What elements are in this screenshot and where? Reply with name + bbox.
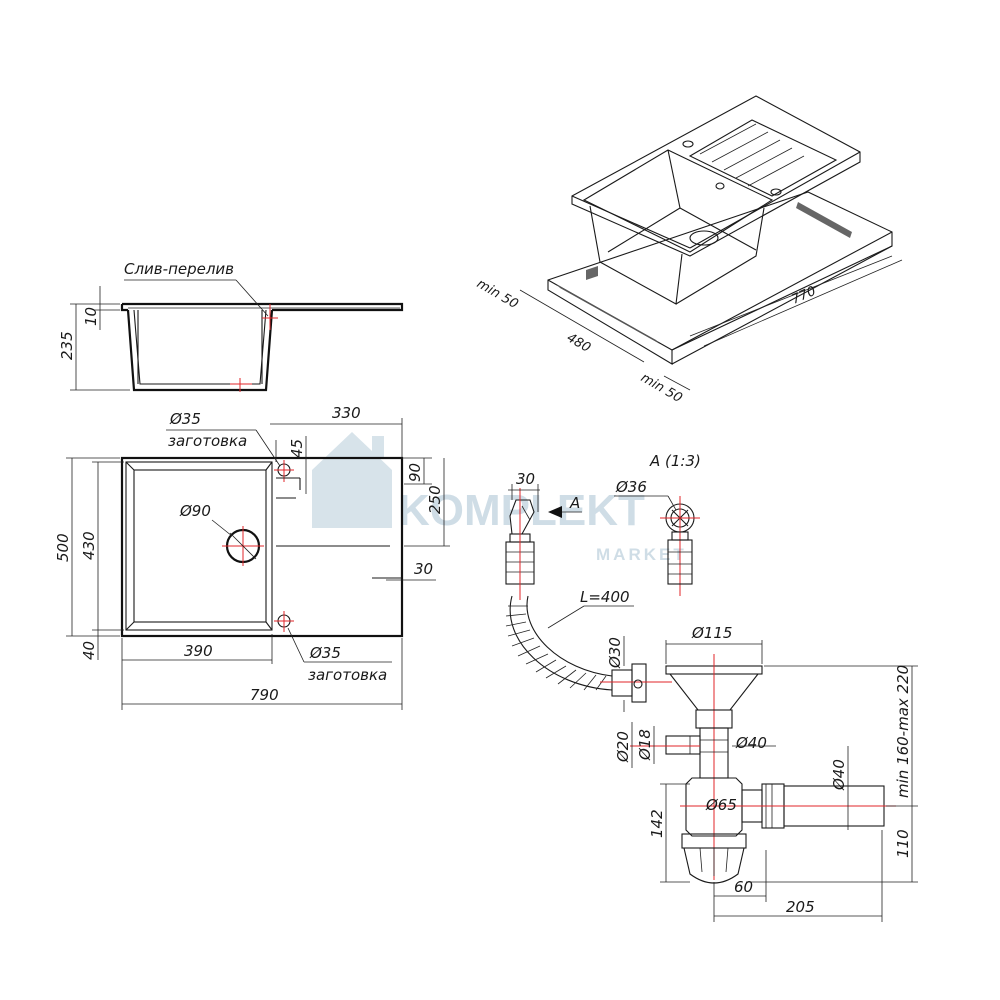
side-section-view: Слив-перелив 235 10 xyxy=(58,260,404,392)
dim-250: 250 xyxy=(426,485,444,514)
overflow-label: Слив-перелив xyxy=(124,260,234,278)
iso-dim-480: 480 xyxy=(564,330,593,355)
strainer-115-label: Ø115 xyxy=(691,624,732,642)
siphon-dim-205: 205 xyxy=(786,898,815,916)
nozzle-20-label: Ø20 xyxy=(614,731,632,763)
drain-90-label: Ø90 xyxy=(179,502,211,520)
nozzle-18-label: Ø18 xyxy=(636,729,654,761)
outlet-40-label: Ø40 xyxy=(830,759,848,791)
dim-40: 40 xyxy=(80,641,98,660)
dim-90: 90 xyxy=(406,463,424,482)
siphon-dim-60: 60 xyxy=(734,878,753,896)
iso-dim-min50-right: min 50 xyxy=(638,370,685,406)
dim-45: 45 xyxy=(288,439,306,458)
isometric-view: min 50 480 770 min 50 xyxy=(474,95,903,406)
dim-235: 235 xyxy=(58,331,76,360)
hose-length-label: L=400 xyxy=(580,588,630,606)
dim-390: 390 xyxy=(184,642,213,660)
watermark-sub: MARKET xyxy=(596,545,687,564)
blank-bottom-label: заготовка xyxy=(308,666,387,684)
arrow-a-label: A xyxy=(569,494,580,512)
tube-40-label: Ø40 xyxy=(735,734,767,752)
siphon-view: 30 A L=400 xyxy=(505,470,918,922)
watermark: KOMPLEKT MARKET xyxy=(312,432,687,564)
siphon-dim-110: 110 xyxy=(894,829,912,858)
dim-10: 10 xyxy=(82,307,100,326)
iso-dim-min50-left: min 50 xyxy=(474,276,521,312)
detail-view-a: A (1:3) Ø36 xyxy=(614,452,701,596)
dim-500: 500 xyxy=(54,533,72,562)
trap-65-label: Ø65 xyxy=(705,796,737,814)
top-plan-view: 330 45 90 250 30 500 430 40 390 790 Ø35 … xyxy=(54,404,450,710)
height-range-label: min 160-max 220 xyxy=(894,665,912,798)
dim-30: 30 xyxy=(414,560,433,578)
hole-35-top-label: Ø35 xyxy=(169,410,201,428)
detail-36-label: Ø36 xyxy=(615,478,647,496)
blank-top-label: заготовка xyxy=(168,432,247,450)
hole-35-bottom-label: Ø35 xyxy=(309,644,341,662)
view-a-title: A (1:3) xyxy=(649,452,701,470)
siphon-dim-142: 142 xyxy=(648,809,666,838)
dim-330: 330 xyxy=(332,404,361,422)
hose-head-dim-30: 30 xyxy=(516,470,535,488)
dim-790: 790 xyxy=(250,686,279,704)
dim-430: 430 xyxy=(80,531,98,560)
watermark-brand: KOMPLEKT xyxy=(398,486,645,535)
inlet-30-label: Ø30 xyxy=(606,637,624,669)
